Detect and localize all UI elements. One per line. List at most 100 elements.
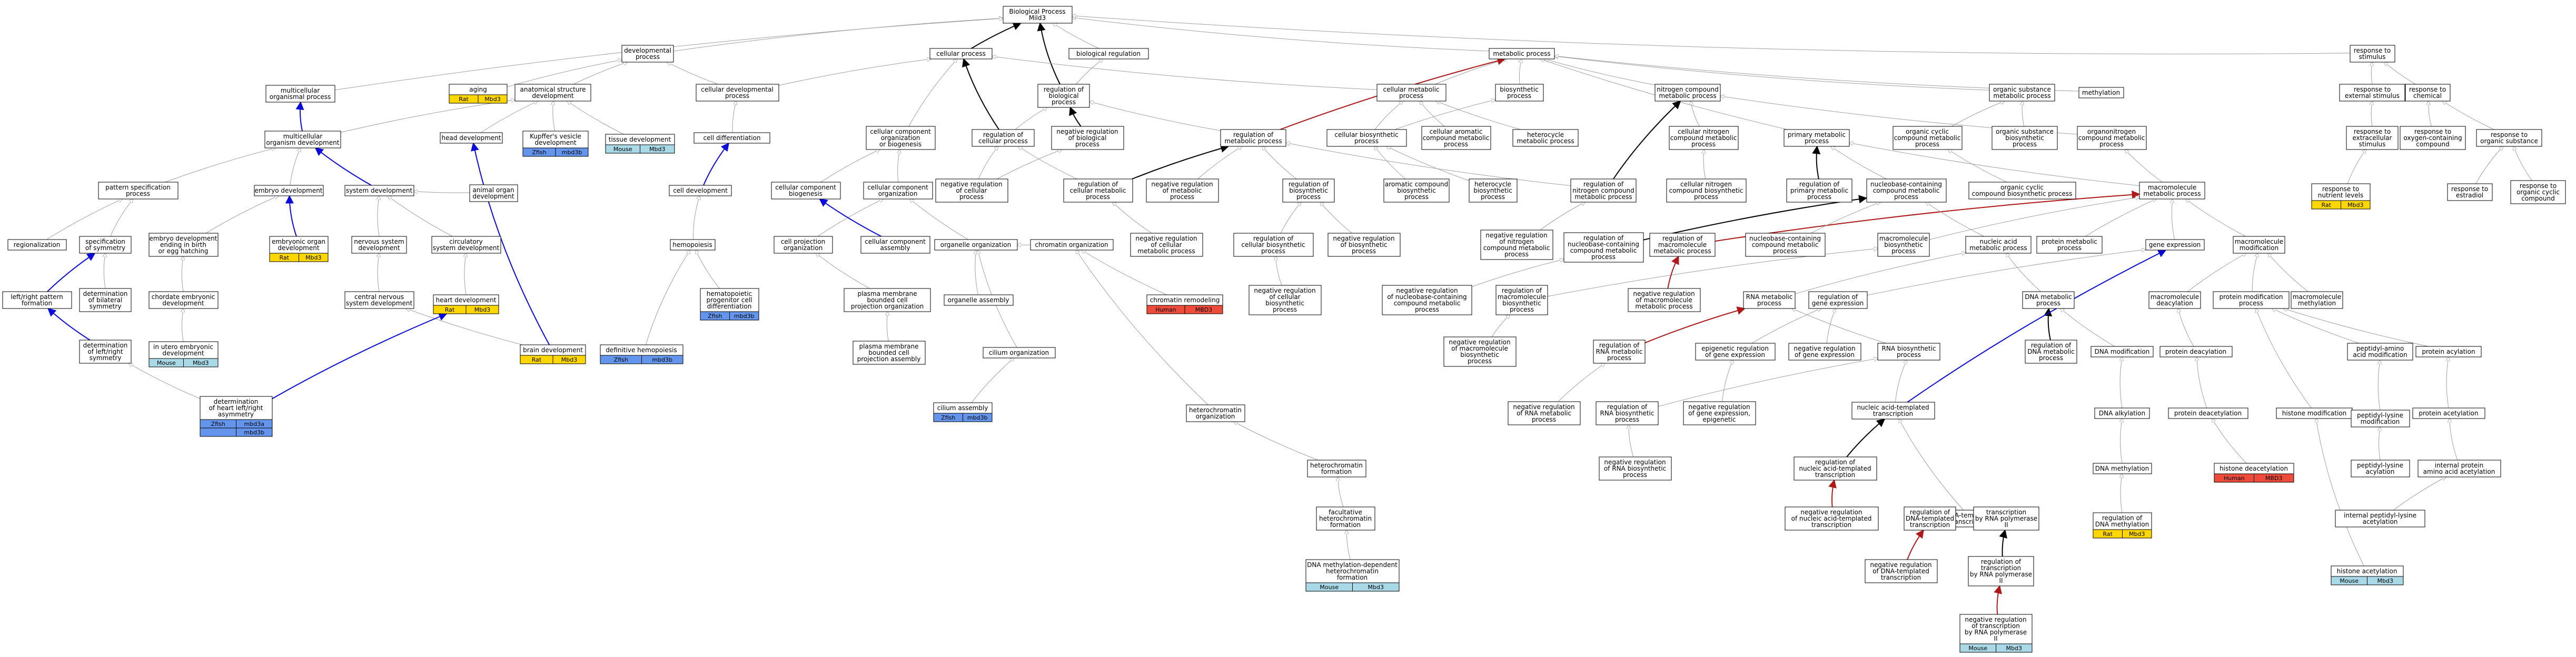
go-term-node[interactable]: cell development	[669, 185, 732, 196]
go-term-node[interactable]: protein deacylation	[2159, 346, 2233, 357]
go-term-node[interactable]: regulation ofnucleobase-containingcompou…	[1563, 232, 1644, 263]
go-term-node[interactable]: histone modification	[2276, 407, 2353, 419]
go-term-node[interactable]: methylation	[2078, 87, 2124, 98]
go-term-node[interactable]: metabolic process	[1489, 48, 1555, 59]
go-term-node[interactable]: protein acylation	[2415, 346, 2482, 357]
go-term-node[interactable]: DNA methylation-dependentheterochromatin…	[1305, 559, 1400, 592]
go-term-node[interactable]: embryo development	[254, 185, 324, 196]
go-term-node[interactable]: hemopoiesis	[670, 239, 716, 251]
go-term-node[interactable]: protein acetylation	[2412, 407, 2485, 419]
go-term-node[interactable]: cell differentiation	[693, 132, 770, 144]
go-term-node[interactable]: cilium organization	[983, 347, 1056, 359]
go-term-node[interactable]: DNA methylation	[2093, 463, 2152, 474]
go-term-node[interactable]: protein deacetylation	[2168, 407, 2248, 419]
go-term-node[interactable]: cellular process	[929, 48, 993, 59]
go-term-node[interactable]: DNA alkylation	[2094, 407, 2150, 419]
go-term-node[interactable]: gene expression	[2145, 239, 2205, 251]
